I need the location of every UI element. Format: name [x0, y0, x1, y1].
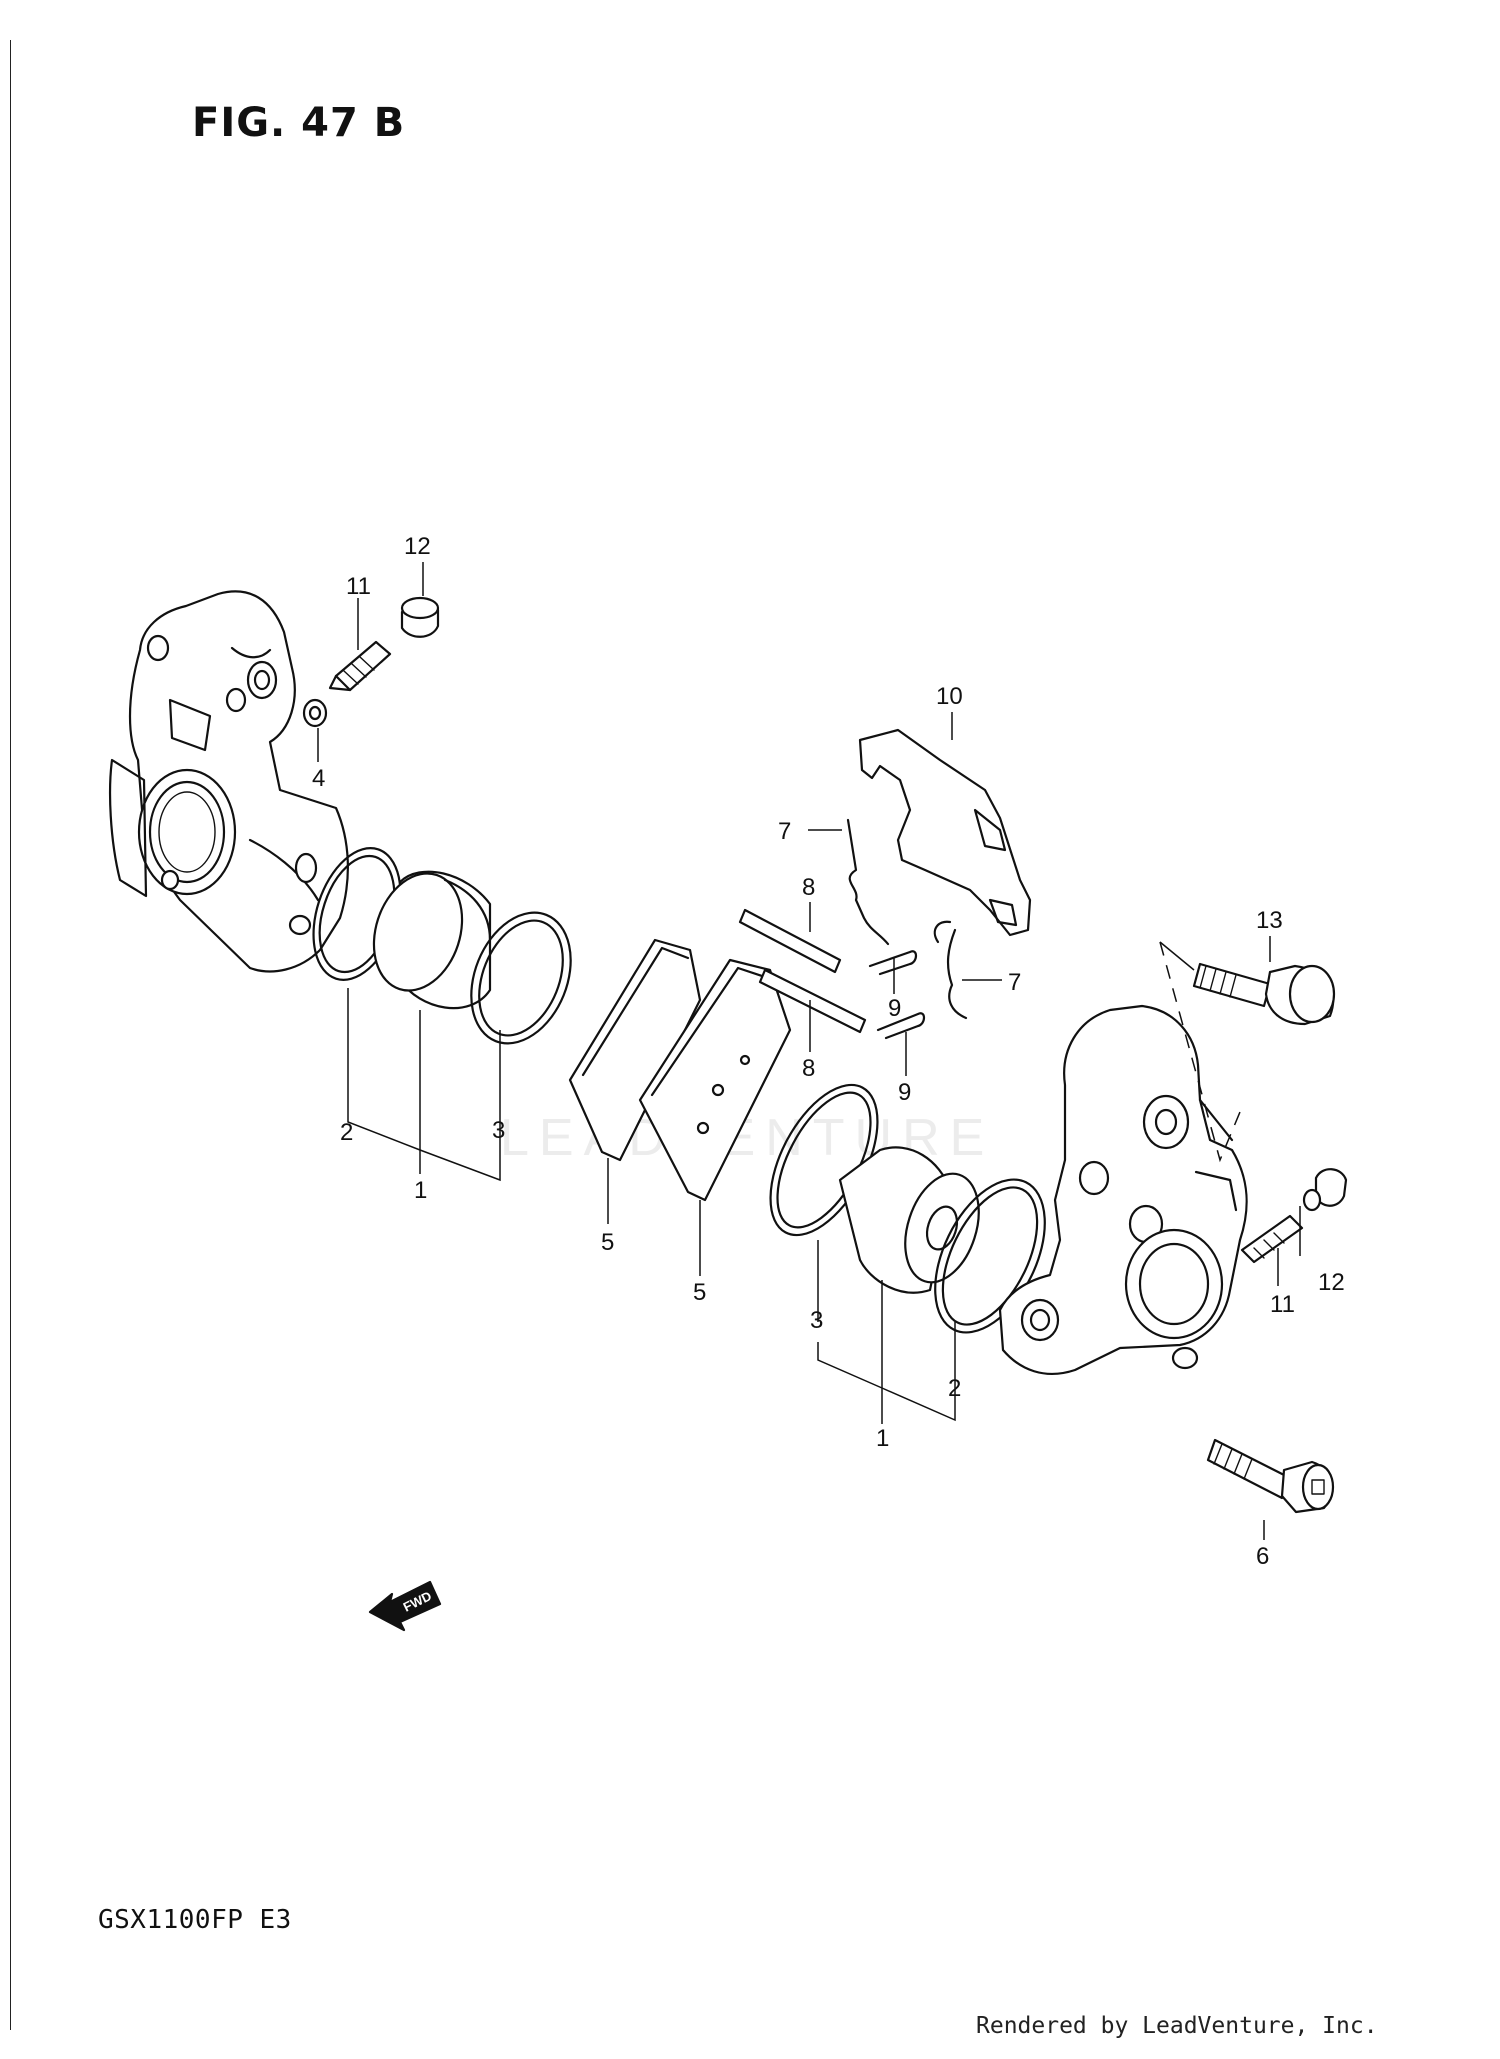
pad-pin-8-low	[758, 968, 867, 1034]
model-code: GSX1100FP E3	[98, 1905, 292, 1935]
bleeder-cap-12-right	[1302, 1168, 1348, 1212]
pad-pin-8-top	[738, 908, 842, 974]
right-caliper-body	[998, 1004, 1248, 1375]
callout-labels: 12 11 4 10 7 8 9 7 8 9 13 2 3 1 5 5 11 1…	[312, 533, 1345, 1570]
pad-spring-7-right	[933, 920, 968, 1020]
callout-7-top: 7	[778, 818, 791, 845]
callout-9-top: 9	[888, 995, 901, 1022]
callout-5-a: 5	[601, 1229, 614, 1256]
pad-clip-9-low	[876, 1012, 926, 1040]
callout-9-low: 9	[898, 1079, 911, 1106]
left-caliper-body	[108, 590, 349, 973]
callout-12-top: 12	[404, 533, 431, 560]
pad-spring-7-top	[846, 818, 890, 946]
callout-2-right: 2	[948, 1375, 961, 1402]
bleeder-cap-12-left	[400, 596, 440, 638]
washer-4	[302, 698, 328, 728]
leader-lines	[317, 562, 1301, 1540]
callout-3-right: 3	[810, 1307, 823, 1334]
piston-seal-2-right	[934, 1178, 1046, 1334]
callout-2-left: 2	[340, 1119, 353, 1146]
callout-5-b: 5	[693, 1279, 706, 1306]
caliper-bolt-6	[1206, 1438, 1335, 1514]
rendered-by-credit: Rendered by LeadVenture, Inc.	[976, 2013, 1378, 2039]
dust-seal-3-left	[470, 911, 572, 1045]
brake-pad-5-rear	[638, 958, 792, 1202]
piston-1-left	[372, 870, 492, 1010]
mounting-bolt-13	[1192, 962, 1336, 1026]
bleeder-valve-11-left	[328, 640, 392, 692]
bleeder-valve-11-right	[1240, 1214, 1304, 1264]
callout-4: 4	[312, 765, 325, 792]
piston-1-right	[838, 1146, 980, 1294]
callout-1-left: 1	[414, 1177, 427, 1204]
callout-11-right: 11	[1270, 1291, 1295, 1318]
callout-7-right: 7	[1008, 969, 1021, 996]
brake-pad-5-front	[568, 938, 702, 1162]
callout-8-low: 8	[802, 1055, 815, 1082]
fwd-direction-arrow: FWD	[368, 1580, 442, 1632]
callout-10: 10	[936, 683, 963, 710]
callout-11-top: 11	[346, 573, 371, 600]
callout-1-right: 1	[876, 1425, 889, 1452]
callout-6: 6	[1256, 1543, 1269, 1570]
figure-title: FIG. 47 B	[192, 100, 406, 146]
callout-12-right: 12	[1318, 1269, 1345, 1296]
page-border-line	[10, 40, 11, 2030]
callout-13: 13	[1256, 907, 1283, 934]
pad-support-plate-10	[858, 728, 1032, 937]
callout-3-left: 3	[492, 1117, 505, 1144]
pad-clip-9-top	[868, 950, 918, 976]
callout-8-top: 8	[802, 874, 815, 901]
